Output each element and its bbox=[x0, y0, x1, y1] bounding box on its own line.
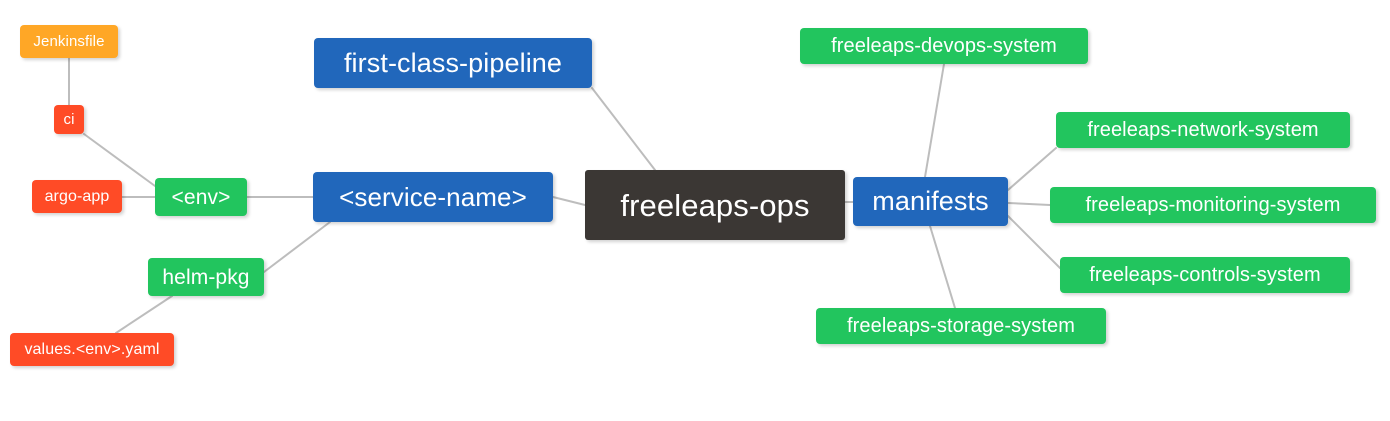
mindmap-node-label: ci bbox=[63, 111, 75, 128]
mindmap-node-ci[interactable]: ci bbox=[54, 105, 84, 134]
mindmap-node-env[interactable]: <env> bbox=[155, 178, 247, 216]
mindmap-node-freeleaps-network-system[interactable]: freeleaps-network-system bbox=[1056, 112, 1350, 148]
mindmap-node-label: helm-pkg bbox=[162, 265, 250, 289]
mindmap-node-manifests[interactable]: manifests bbox=[853, 177, 1008, 226]
mindmap-node-label: Jenkinsfile bbox=[33, 33, 105, 50]
mindmap-node-label: <env> bbox=[171, 185, 231, 209]
mindmap-node-label: freeleaps-storage-system bbox=[846, 315, 1076, 337]
mindmap-node-label: freeleaps-controls-system bbox=[1089, 264, 1321, 286]
mindmap-node-freeleaps-ops[interactable]: freeleaps-ops bbox=[585, 170, 845, 240]
mindmap-node-freeleaps-monitoring-system[interactable]: freeleaps-monitoring-system bbox=[1050, 187, 1376, 223]
edge-helm-pkg-to-values-env-yaml bbox=[115, 295, 173, 334]
edge-manifests-to-freeleaps-storage-system bbox=[929, 225, 956, 309]
mindmap-node-label: freeleaps-ops bbox=[620, 187, 810, 223]
edge-manifests-to-freeleaps-network-system bbox=[1007, 147, 1057, 191]
edge-manifests-to-freeleaps-controls-system bbox=[1007, 215, 1061, 269]
mindmap-node-label: freeleaps-monitoring-system bbox=[1085, 194, 1341, 216]
mindmap-node-freeleaps-devops-system[interactable]: freeleaps-devops-system bbox=[800, 28, 1088, 64]
mindmap-node-label: freeleaps-network-system bbox=[1087, 119, 1319, 141]
edge-manifests-to-freeleaps-devops-system bbox=[924, 63, 945, 178]
mindmap-node-label: argo-app bbox=[44, 187, 110, 205]
mindmap-node-argo-app[interactable]: argo-app bbox=[32, 180, 122, 213]
edge-freeleaps-ops-to-first-class-pipeline bbox=[591, 87, 656, 171]
edge-service-name-to-helm-pkg bbox=[263, 221, 331, 273]
mindmap-node-label: manifests bbox=[872, 186, 989, 216]
edge-freeleaps-ops-to-service-name bbox=[552, 196, 586, 206]
mindmap-node-label: first-class-pipeline bbox=[343, 47, 563, 78]
mindmap-node-helm-pkg[interactable]: helm-pkg bbox=[148, 258, 264, 296]
edge-manifests-to-freeleaps-monitoring-system bbox=[1007, 202, 1051, 206]
mindmap-node-jenkinsfile[interactable]: Jenkinsfile bbox=[20, 25, 118, 58]
mindmap-node-service-name[interactable]: <service-name> bbox=[313, 172, 553, 222]
edge-env-to-ci bbox=[83, 133, 156, 187]
mindmap-node-label: values.<env>.yaml bbox=[24, 340, 160, 358]
mindmap-node-label: <service-name> bbox=[339, 182, 527, 212]
mindmap-node-label: freeleaps-devops-system bbox=[831, 35, 1057, 57]
mindmap-node-first-class-pipeline[interactable]: first-class-pipeline bbox=[314, 38, 592, 88]
mindmap-node-freeleaps-controls-system[interactable]: freeleaps-controls-system bbox=[1060, 257, 1350, 293]
mindmap-node-freeleaps-storage-system[interactable]: freeleaps-storage-system bbox=[816, 308, 1106, 344]
mindmap-node-values-env-yaml[interactable]: values.<env>.yaml bbox=[10, 333, 174, 366]
